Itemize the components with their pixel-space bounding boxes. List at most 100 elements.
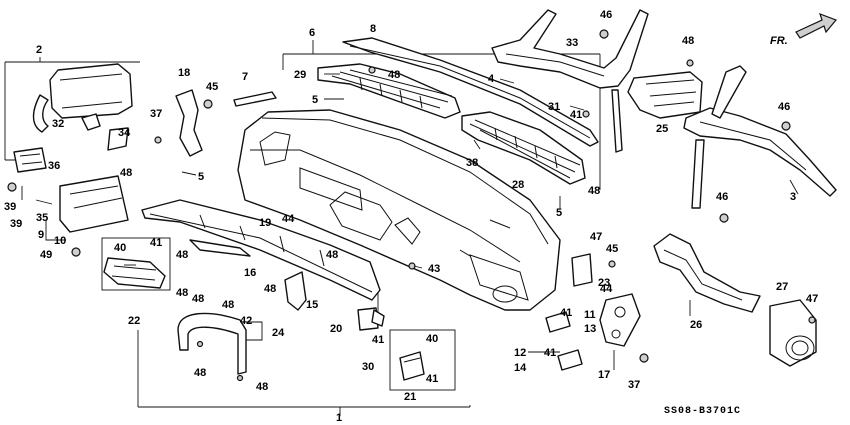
label-13: 13 xyxy=(584,323,596,335)
label-16: 16 xyxy=(244,267,256,279)
label-48k: 48 xyxy=(194,367,206,379)
label-5b: 5 xyxy=(198,171,204,183)
part-24-grab-handle xyxy=(177,312,247,375)
label-5c: 5 xyxy=(556,207,562,219)
fasteners xyxy=(7,29,816,382)
part-2-airbag-module xyxy=(32,63,133,151)
label-48h: 48 xyxy=(222,299,234,311)
part-21-pocket xyxy=(399,351,425,381)
label-46a: 46 xyxy=(600,9,612,21)
label-9: 9 xyxy=(38,229,44,241)
front-direction-arrow xyxy=(795,12,838,39)
label-2: 2 xyxy=(36,44,42,56)
part-14-cover xyxy=(557,349,583,371)
label-4: 4 xyxy=(488,73,495,85)
label-27: 27 xyxy=(776,281,788,293)
label-48c: 48 xyxy=(120,167,132,179)
label-1: 1 xyxy=(336,412,342,424)
label-48b: 48 xyxy=(682,35,694,47)
label-41c: 41 xyxy=(560,307,572,319)
label-48d: 48 xyxy=(588,185,600,197)
instrument-panel-body xyxy=(237,109,561,311)
label-39a: 39 xyxy=(4,201,16,213)
part-17-bracket xyxy=(599,293,641,347)
label-43: 43 xyxy=(428,263,440,275)
part-3-heater-duct xyxy=(683,65,837,209)
label-48g: 48 xyxy=(192,293,204,305)
label-34: 34 xyxy=(118,127,131,139)
label-41e: 41 xyxy=(372,334,384,346)
label-41a: 41 xyxy=(150,237,162,249)
label-8: 8 xyxy=(370,23,376,35)
label-25: 25 xyxy=(656,123,668,135)
label-45b: 45 xyxy=(606,243,618,255)
front-direction-label: FR. xyxy=(770,35,788,47)
label-17: 17 xyxy=(598,369,610,381)
part-33-upper-duct xyxy=(491,9,649,153)
label-31: 31 xyxy=(548,101,560,113)
part-25-side-duct xyxy=(627,71,703,119)
label-35: 35 xyxy=(36,212,48,224)
leader-lines xyxy=(21,73,799,370)
label-48f: 48 xyxy=(176,287,188,299)
part-28-side-grille xyxy=(461,111,586,185)
label-22: 22 xyxy=(128,315,140,327)
part-35-bracket xyxy=(13,147,47,173)
label-42: 42 xyxy=(240,315,252,327)
label-49: 49 xyxy=(40,249,52,261)
label-30: 30 xyxy=(362,361,374,373)
label-48e: 48 xyxy=(176,249,188,261)
part-26-lower-duct xyxy=(653,233,761,313)
label-19: 19 xyxy=(259,217,271,229)
label-5a: 5 xyxy=(312,94,318,106)
part-29-defroster-grille xyxy=(317,63,461,119)
label-21: 21 xyxy=(404,391,416,403)
label-6: 6 xyxy=(309,27,315,39)
label-44a: 44 xyxy=(282,213,295,225)
label-41d: 41 xyxy=(544,347,556,359)
part-30-switch xyxy=(357,307,385,331)
group-brackets xyxy=(4,40,601,416)
label-32: 32 xyxy=(52,118,64,130)
label-48a: 48 xyxy=(388,69,400,81)
label-46c: 46 xyxy=(716,191,728,203)
label-11: 11 xyxy=(584,309,596,321)
part-7-strip xyxy=(233,91,277,107)
part-lower-dash-panel xyxy=(141,199,381,311)
part-22-glove-box xyxy=(101,237,171,291)
part-23-bracket xyxy=(571,253,593,287)
label-36: 36 xyxy=(48,160,60,172)
label-15: 15 xyxy=(306,299,318,311)
label-44b: 44 xyxy=(600,283,613,295)
label-20: 20 xyxy=(330,323,342,335)
part-9-bracket xyxy=(59,175,129,233)
label-23: 23 xyxy=(598,277,610,289)
label-10: 10 xyxy=(54,235,66,247)
part-18-bracket xyxy=(175,89,203,157)
part-13-cover xyxy=(545,311,571,333)
part-labels: 1 2 3 4 5 5 5 6 7 8 9 10 11 12 13 14 15 … xyxy=(4,9,818,424)
diagram-code: SS08-B3701C xyxy=(664,406,741,417)
label-45a: 45 xyxy=(206,81,218,93)
label-48i: 48 xyxy=(264,283,276,295)
label-41f: 41 xyxy=(426,373,438,385)
label-28: 28 xyxy=(512,179,524,191)
label-38: 38 xyxy=(466,157,478,169)
label-26: 26 xyxy=(690,319,702,331)
label-47a: 47 xyxy=(590,231,602,243)
part-8-top-trim xyxy=(342,37,599,147)
label-18: 18 xyxy=(178,67,190,79)
label-14: 14 xyxy=(514,362,527,374)
label-41b: 41 xyxy=(570,109,582,121)
label-12: 12 xyxy=(514,347,526,359)
label-40b: 40 xyxy=(426,333,438,345)
label-29: 29 xyxy=(294,69,306,81)
label-39b: 39 xyxy=(10,218,22,230)
label-47b: 47 xyxy=(806,293,818,305)
label-48l: 48 xyxy=(256,381,268,393)
label-3: 3 xyxy=(790,191,796,203)
label-46b: 46 xyxy=(778,101,790,113)
part-27-vent xyxy=(769,299,817,367)
